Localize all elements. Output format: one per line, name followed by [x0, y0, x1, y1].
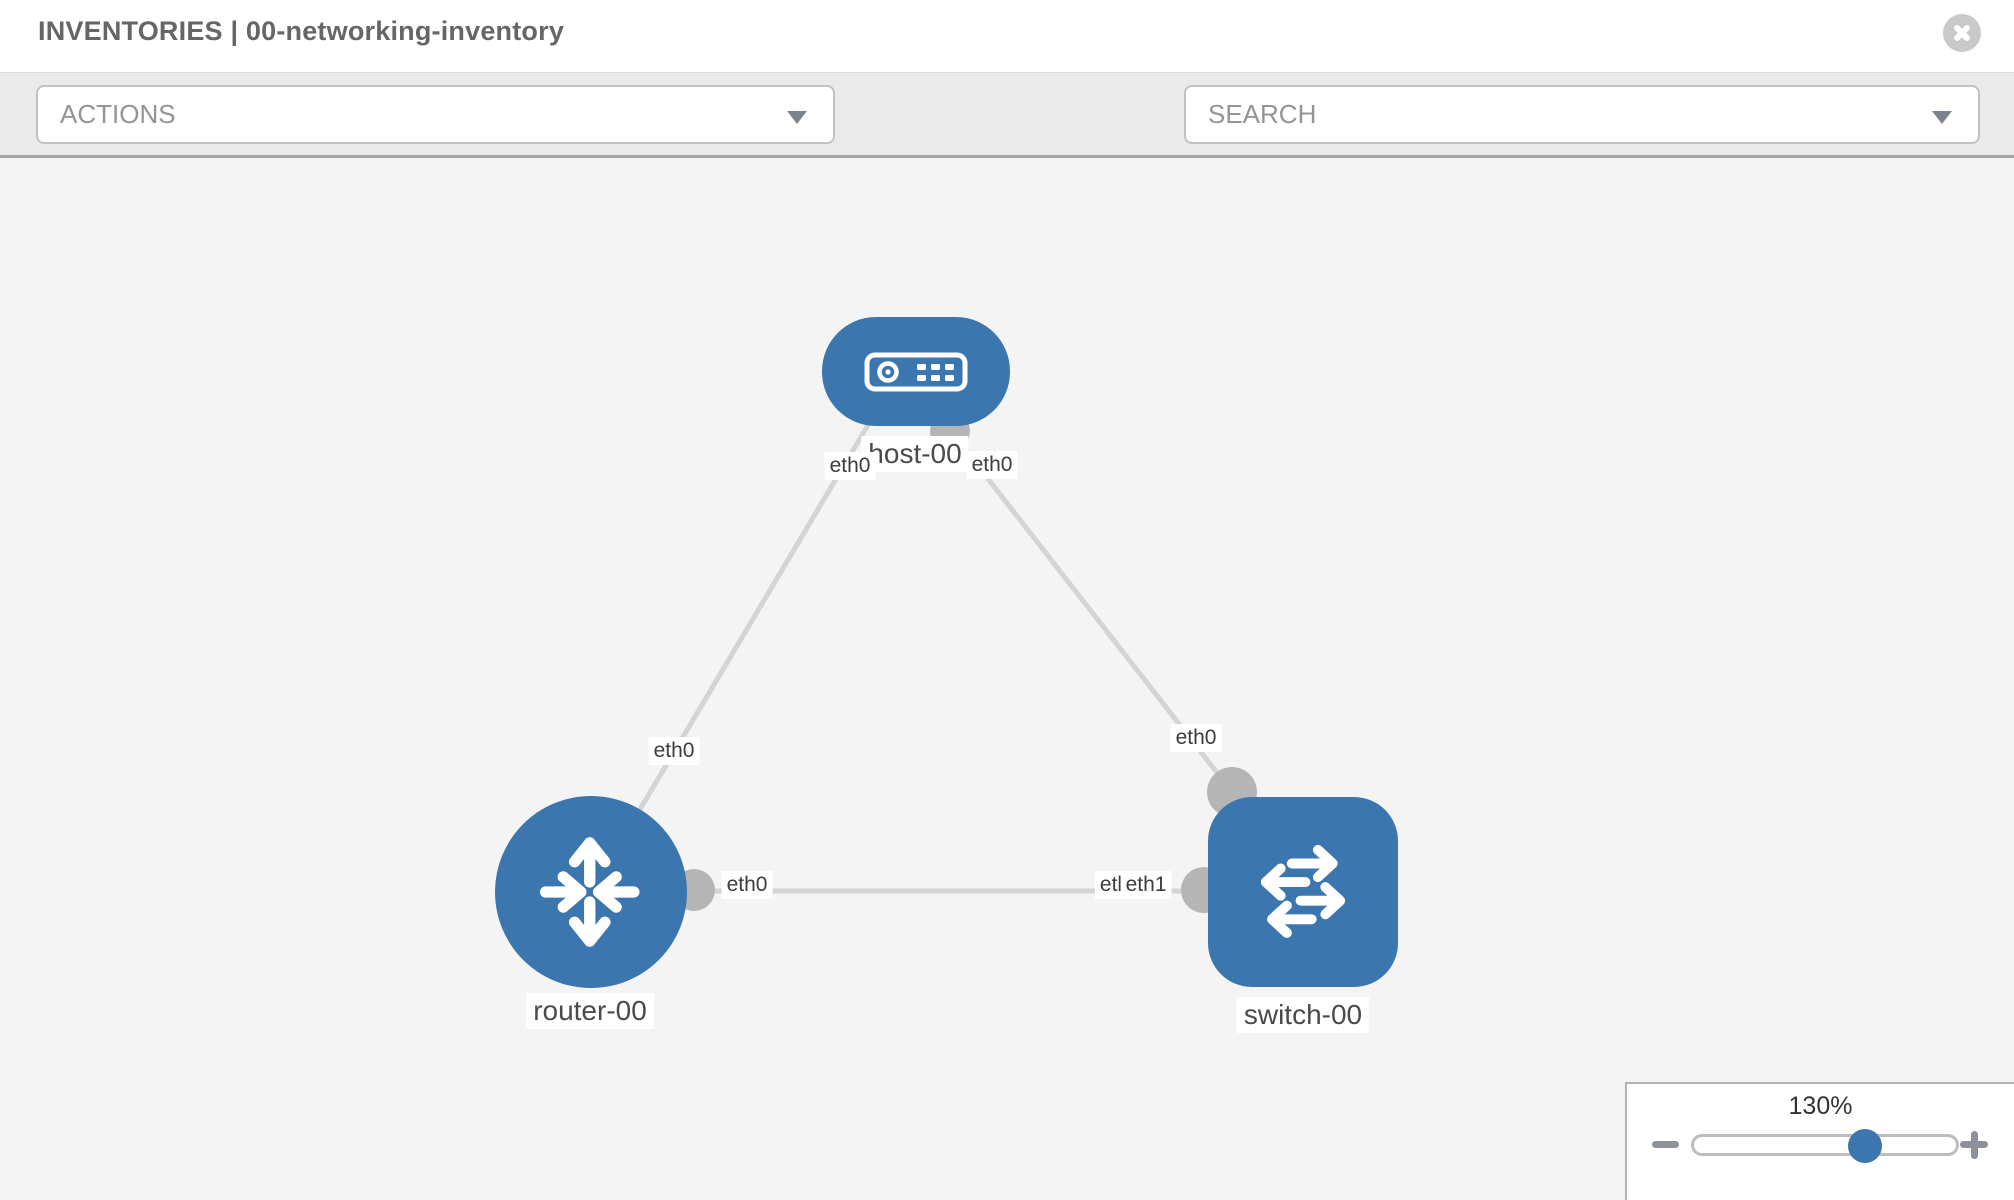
iface-label-eth0: eth0 — [966, 451, 1018, 479]
zoom-percent-value: 130% — [1788, 1092, 1853, 1120]
page-title: INVENTORIES | 00-networking-inventory — [38, 16, 565, 46]
node-switch-00[interactable] — [1208, 797, 1398, 987]
page-header: INVENTORIES | 00-networking-inventory — [0, 0, 2014, 72]
iface-label-eth0: eth0 — [721, 871, 773, 899]
topology-edges — [588, 411, 1257, 913]
zoom-panel: 130% — [1625, 1082, 2014, 1200]
close-button[interactable] — [1943, 14, 1981, 52]
router-icon — [539, 837, 640, 947]
node-label-router-00: router-00 — [526, 993, 654, 1029]
node-label-host-00: host-00 — [861, 436, 969, 472]
node-host-00[interactable] — [822, 317, 1010, 426]
node-router-00[interactable] — [495, 796, 687, 988]
chevron-down-icon — [1932, 111, 1952, 124]
actions-dropdown-label: ACTIONS — [60, 99, 176, 129]
zoom-slider-track[interactable] — [1691, 1134, 1959, 1156]
iface-label-eth0: eth0 — [1170, 724, 1222, 752]
actions-dropdown[interactable]: ACTIONS — [36, 85, 835, 144]
search-dropdown-label: SEARCH — [1208, 99, 1317, 129]
toolbar: ACTIONS SEARCH — [0, 72, 2014, 205]
iface-label-eth1: eth1 — [1120, 871, 1172, 899]
topology-canvas[interactable]: host-00 router-00 switch-00 eth0 eth0 et… — [0, 158, 2014, 1200]
zoom-slider-thumb[interactable] — [1848, 1129, 1882, 1163]
search-dropdown[interactable]: SEARCH — [1184, 85, 1980, 144]
switch-icon — [1260, 844, 1346, 938]
iface-label-eth0: eth0 — [648, 737, 700, 765]
zoom-in-button[interactable] — [1971, 1131, 1978, 1159]
host-icon — [864, 352, 968, 391]
iface-label-eth0: eth0 — [824, 452, 876, 480]
chevron-down-icon — [787, 111, 807, 124]
zoom-out-button[interactable] — [1652, 1141, 1679, 1148]
node-label-switch-00: switch-00 — [1236, 997, 1370, 1033]
